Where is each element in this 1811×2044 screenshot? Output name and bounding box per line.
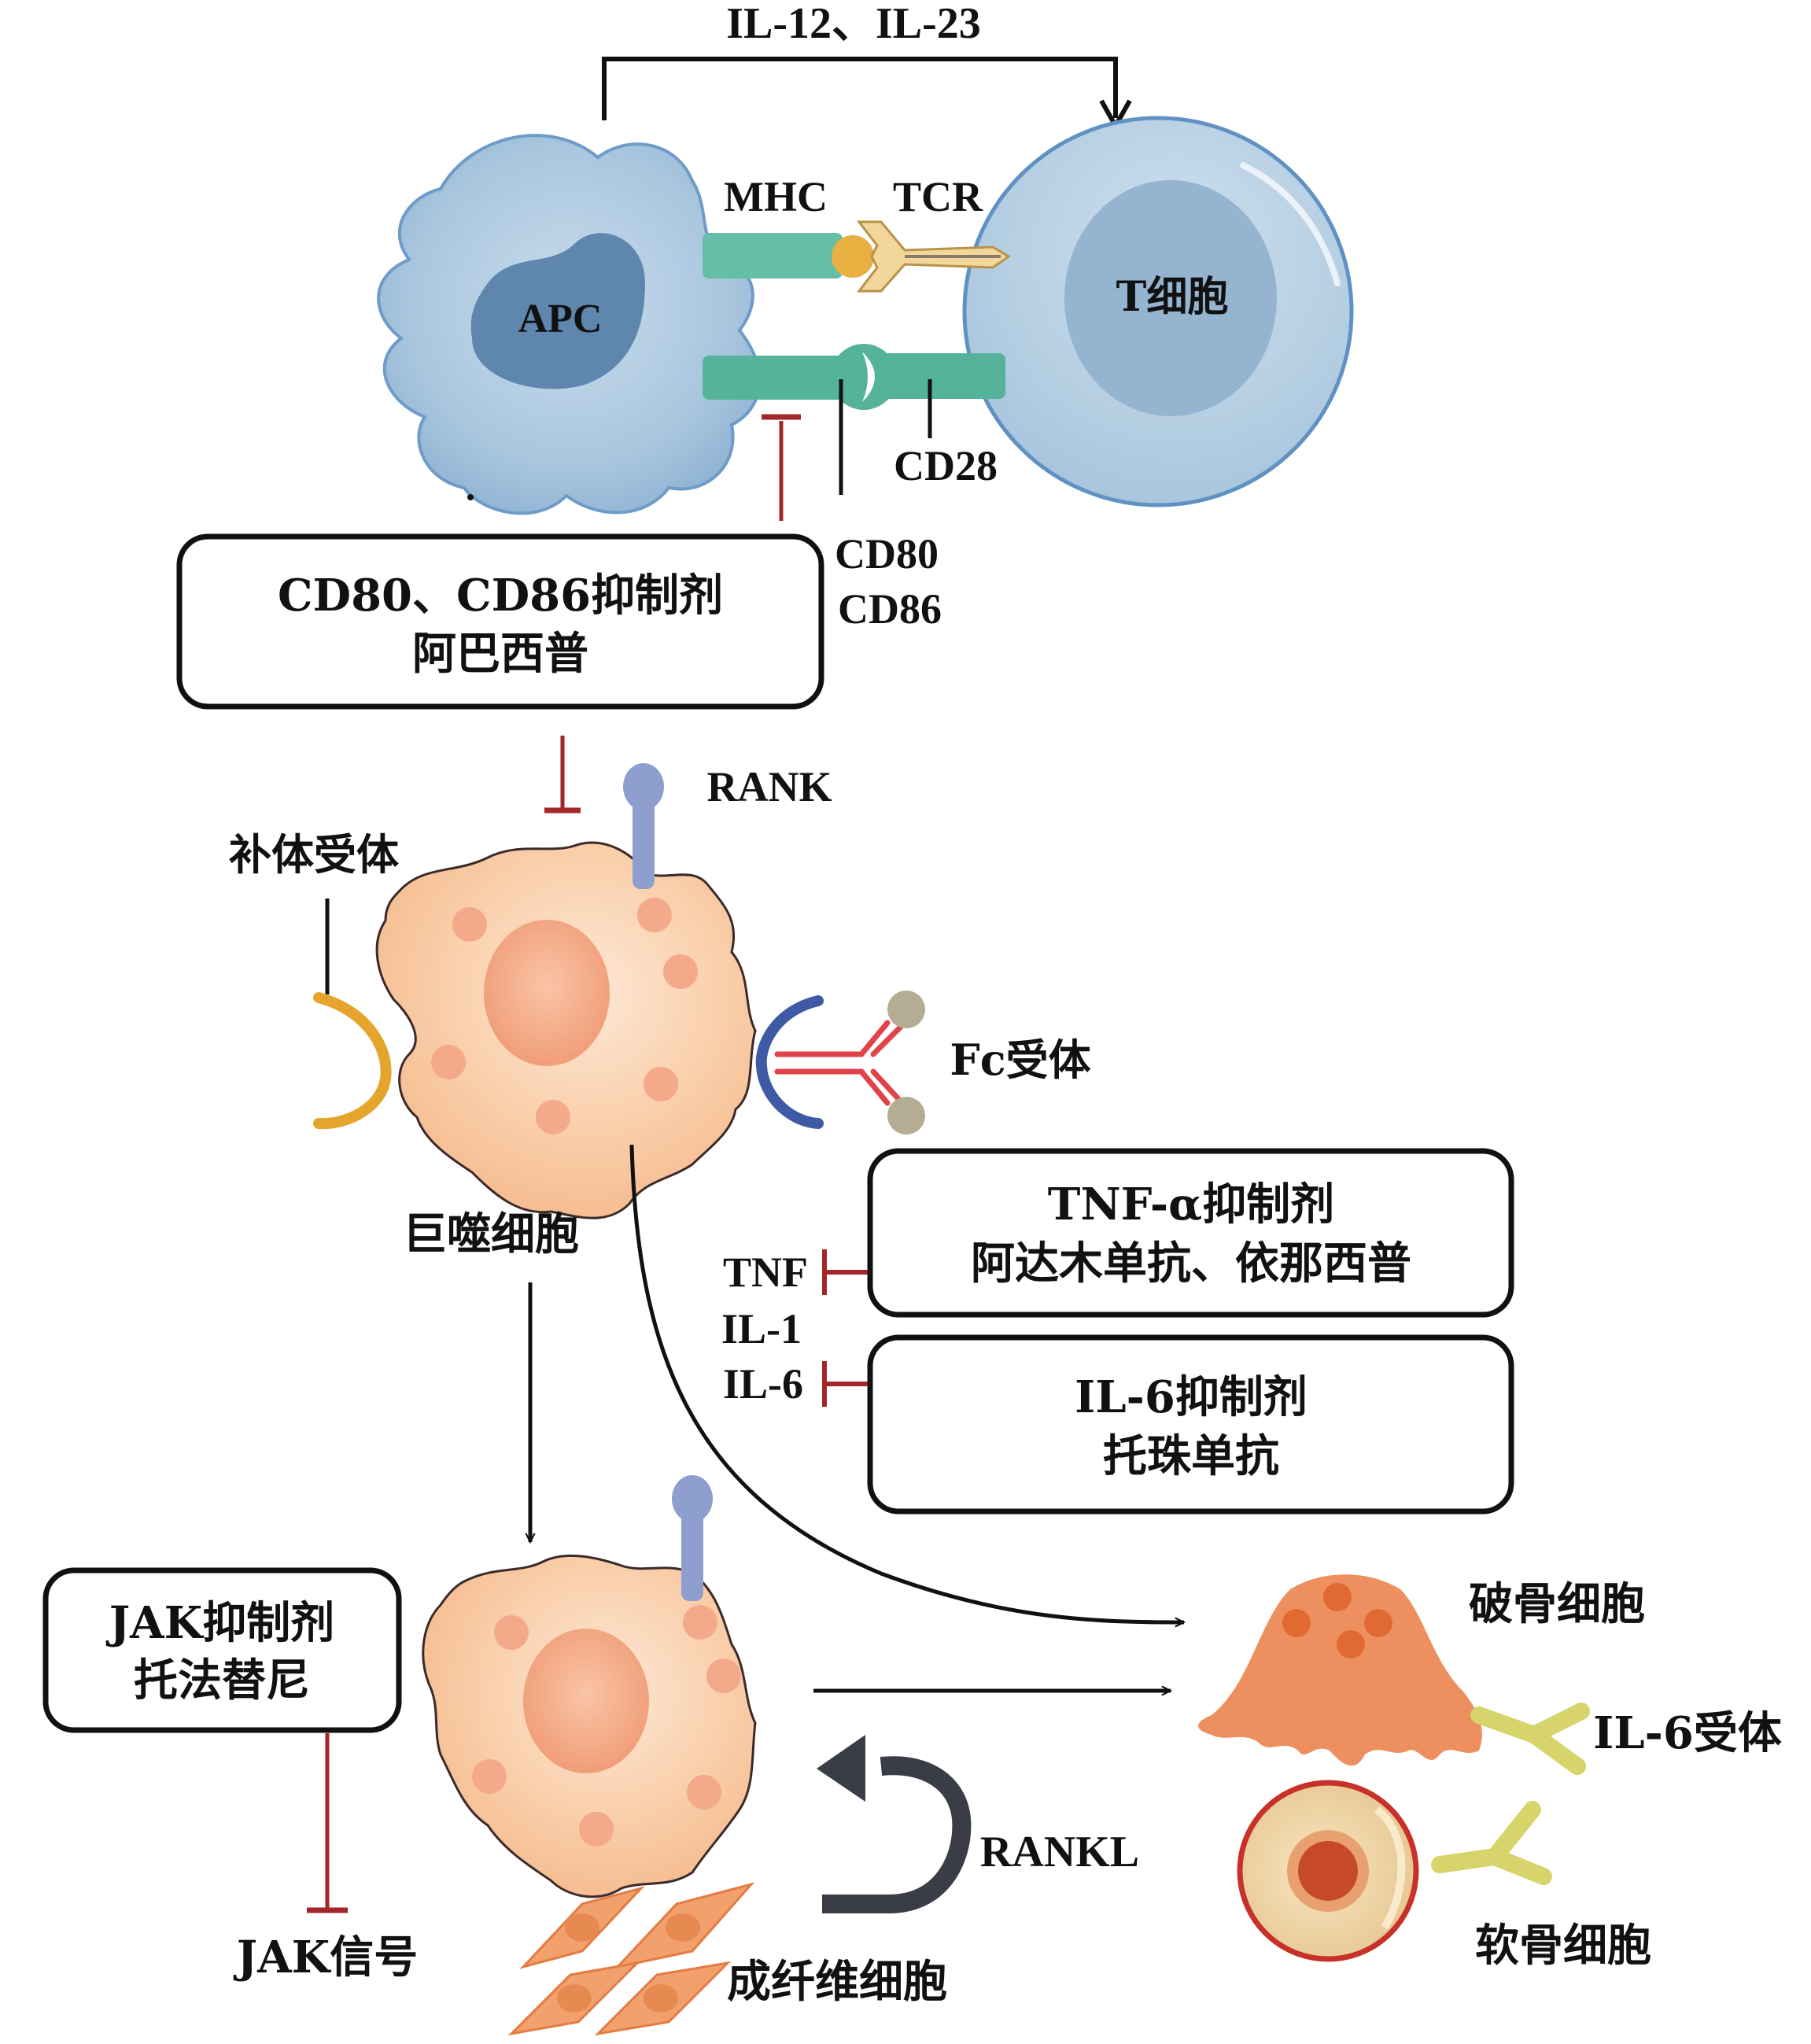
fibroblast — [614, 1882, 755, 1969]
il6-receptor-icon-chondrocyte — [1431, 1801, 1552, 1885]
osteoclast-nucleus — [1337, 1630, 1365, 1658]
fibroblast — [594, 1961, 732, 2036]
macrophage-nucleus — [484, 920, 610, 1066]
drug-box-il6-line1: IL-6抑制剂 — [1075, 1371, 1308, 1423]
co-stimulatory-joint — [831, 344, 897, 410]
drug-box-il6: IL-6抑制剂 托珠单抗 — [867, 1334, 1514, 1515]
il6-receptor-label: IL-6受体 — [1593, 1707, 1782, 1759]
apc-nucleus — [470, 233, 645, 389]
drug-box-cd80-cd86-line2: 阿巴西普 — [412, 628, 588, 680]
cytokine-il1-label: IL-1 — [721, 1305, 802, 1352]
rank-receptor-icon — [672, 1475, 713, 1601]
apc-label: APC — [518, 297, 603, 341]
title-il12-il23: IL-12、IL-23 — [726, 0, 981, 48]
drug-box-jak-line1: JAK抑制剂 — [105, 1597, 335, 1649]
cd28-receptor — [872, 353, 1005, 399]
drug-box-jak-line2: 托法替尼 — [134, 1655, 310, 1706]
joint-crescent — [862, 352, 875, 402]
t-cell: T细胞 — [962, 116, 1354, 507]
cytokine-il6-label: IL-6 — [723, 1360, 803, 1408]
macrophage-nucleus — [523, 1629, 649, 1773]
chondrocyte-cell — [1237, 1780, 1419, 1962]
cd86-label: CD86 — [838, 585, 942, 633]
complement-receptor-icon — [313, 992, 392, 1130]
osteoclast-nucleus — [1364, 1609, 1392, 1637]
complement-receptor-label: 补体受体 — [229, 829, 399, 880]
antigen-particle — [887, 991, 925, 1028]
macrophage-granule — [663, 954, 698, 989]
fibroblast — [519, 1886, 645, 1969]
stray-dot — [467, 494, 474, 500]
macrophage-granule — [683, 1605, 717, 1640]
rank-label: RANK — [707, 763, 832, 810]
drug-box-tnf-line1: TNF-α抑制剂 — [1048, 1179, 1334, 1230]
osteoclast-nucleus — [1282, 1609, 1311, 1637]
t-cell-nucleus — [1064, 180, 1277, 416]
osteoclast-label: 破骨细胞 — [1469, 1578, 1645, 1630]
rankl-feedback-arrow — [822, 1756, 972, 1913]
macrophage-granule — [644, 1067, 678, 1101]
cytokine-tnf-label: TNF — [723, 1249, 808, 1296]
macrophage-granule — [637, 898, 672, 932]
macrophage-cell — [375, 841, 757, 1219]
t-cell-label: T细胞 — [1116, 273, 1229, 321]
tcr-receptor — [856, 220, 1011, 293]
mhc-receptor — [703, 233, 843, 279]
osteoclast-cell — [1198, 1574, 1482, 1766]
cd28-label: CD28 — [894, 442, 998, 489]
drug-box-il6-line2: 托珠单抗 — [1103, 1430, 1279, 1482]
fc-receptor-label: Fc受体 — [950, 1035, 1090, 1085]
antibody-icon — [774, 1020, 904, 1106]
chondrocyte-label: 软骨细胞 — [1475, 1920, 1651, 1972]
il12-il23-bracket — [602, 57, 1118, 120]
fibroblast-cells — [507, 1882, 755, 2036]
drug-box-tnf-line2: 阿达木单抗、依那西普 — [971, 1238, 1411, 1289]
macrophage-label: 巨噬细胞 — [403, 1208, 579, 1260]
drug-box-cd80-cd86-line1: CD80、CD86抑制剂 — [278, 570, 723, 622]
fc-receptor-icon — [755, 995, 824, 1129]
fibroblast-label: 成纤维细胞 — [727, 1956, 947, 2008]
macrophage-granule — [579, 1812, 614, 1847]
drug-box-cd80-cd86: CD80、CD86抑制剂 阿巴西普 — [176, 533, 824, 710]
il6-receptor-icon-osteoclast — [1470, 1703, 1590, 1775]
macrophage-granule — [706, 1658, 741, 1693]
macrophage-granule — [452, 907, 487, 942]
macrophage-granule — [536, 1100, 570, 1135]
macrophage-granule — [494, 1615, 529, 1650]
drug-box-jak: JAK抑制剂 托法替尼 — [42, 1567, 402, 1733]
macrophage-granule — [431, 1045, 466, 1079]
macrophage-to-osteoclast-curved-arrow — [629, 1144, 1184, 1622]
antigen-particle — [887, 1097, 925, 1135]
macrophage-granule — [472, 1759, 507, 1794]
macrophage-granule — [687, 1775, 721, 1810]
rankl-label: RANKL — [980, 1828, 1139, 1876]
osteoclast-nucleus — [1323, 1583, 1352, 1611]
t-cell-highlight — [1240, 162, 1341, 286]
cd80-label: CD80 — [835, 530, 939, 577]
rankl-arrowhead-icon — [817, 1735, 865, 1802]
macrophage-cell-activated — [422, 1554, 757, 1898]
mhc-label: MHC — [724, 173, 828, 220]
apc-cell: APC — [377, 134, 762, 515]
antigen-peptide — [832, 235, 874, 278]
jak-signal-label: JAK信号 — [233, 1931, 419, 1983]
rank-receptor-icon — [623, 763, 664, 889]
cd80-cd86-receptor — [703, 356, 852, 400]
fibroblast — [507, 1961, 641, 2036]
tcr-label: TCR — [893, 173, 983, 220]
drug-box-tnf: TNF-α抑制剂 阿达木单抗、依那西普 — [867, 1148, 1514, 1318]
